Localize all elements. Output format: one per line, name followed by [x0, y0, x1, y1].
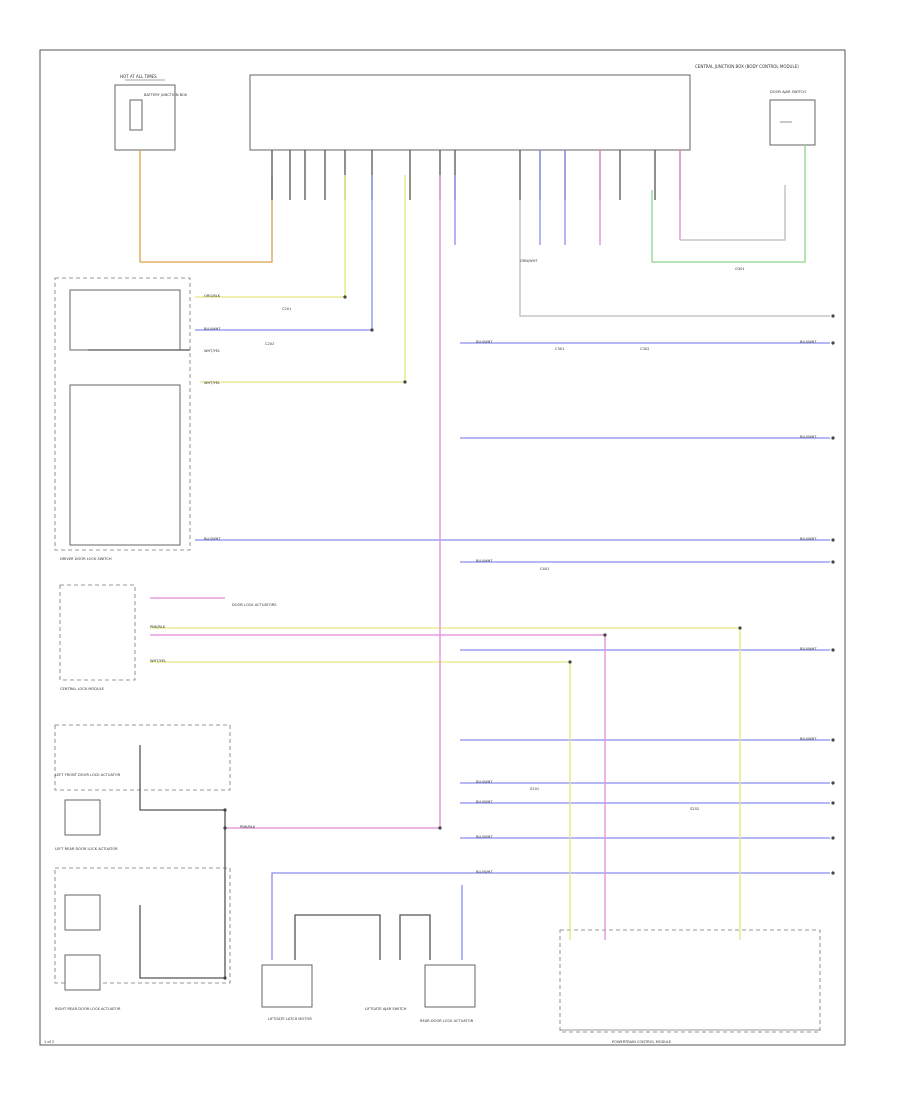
rear-lock-actuator: REAR DOOR LOCK ACTUATOR [420, 964, 476, 1023]
label-wire-16: BLU/WHT [476, 870, 493, 874]
wire-yellow-a [195, 175, 346, 298]
label-wire-7: BLU/WHT [800, 435, 817, 439]
junction-dot-3 [223, 826, 227, 830]
rh-rear-actuator-label: RIGHT REAR DOOR LOCK ACTUATOR [55, 1007, 121, 1011]
wire-pink-a [225, 175, 441, 829]
wire-gray-e [139, 905, 225, 979]
wire-gray-d [139, 745, 225, 811]
wire-blue-l [271, 872, 830, 960]
edge-arrow-10 [831, 871, 835, 875]
hot-at-all-times-label: HOT AT ALL TIMES [120, 74, 157, 79]
label-wire-13: BLU/WHT [476, 780, 493, 784]
label-wire-17: PNK/BLK [150, 625, 166, 629]
edge-arrow-3 [831, 538, 835, 542]
label-wire-9: BLU/WHT [800, 537, 817, 541]
wire-yellow-d [150, 661, 571, 940]
tag-c5: C401 [540, 567, 549, 571]
junction-dot-5 [223, 976, 227, 980]
label-wire-15: BLU/WHT [476, 835, 493, 839]
central-lock-module: CENTRAL LOCK MODULE DOOR LOCK ACTUATORS [59, 584, 277, 691]
label-wire-6: BLU/WHT [800, 340, 817, 344]
lh-rear-actuator-label: LEFT REAR DOOR LOCK ACTUATOR [55, 847, 118, 851]
label-wire-4: WHT/YEL [204, 381, 220, 385]
label-wire-12: BLU/WHT [800, 737, 817, 741]
edge-arrow-7 [831, 781, 835, 785]
junction-dot-8 [603, 633, 607, 637]
tag-g1: G301 [735, 267, 745, 271]
edge-arrow-4 [831, 560, 835, 564]
lh-front-actuator: LEFT FRONT DOOR LOCK ACTUATOR [54, 724, 231, 836]
tag-c1: C201 [282, 307, 291, 311]
edge-arrow-8 [831, 801, 835, 805]
label-wire-3: WHT/YEL [204, 349, 220, 353]
driver-door-lock-switch: DRIVER DOOR LOCK SWITCH [54, 277, 191, 561]
tag-c4: C302 [640, 347, 649, 351]
edge-arrow-0 [831, 314, 835, 318]
edge-arrow-1 [831, 341, 835, 345]
battery-fuse-box: HOT AT ALL TIMES BATTERY JUNCTION BOX [114, 74, 188, 151]
junction-dot-6 [438, 826, 442, 830]
label-wire-2: BLU/WHT [204, 327, 221, 331]
wire-gray-b [680, 185, 786, 241]
label-wire-11: BLU/WHT [800, 647, 817, 651]
junction-dot-4 [223, 808, 227, 812]
edge-arrow-2 [831, 436, 835, 440]
wire-yellow-c [150, 627, 741, 940]
label-wire-20: GRN/WHT [520, 259, 538, 263]
tag-c2: C202 [265, 342, 274, 346]
tag-s1: S201 [530, 787, 539, 791]
door-ajar-switch: DOOR AJAR SWITCH [769, 90, 816, 146]
tag-c3: C301 [555, 347, 564, 351]
fuse-box-label: BATTERY JUNCTION BOX [144, 93, 188, 97]
wire-layer [88, 145, 830, 979]
wire-orange-battery [139, 150, 273, 263]
liftgate-switch: LIFTGATE AJAR SWITCH [365, 1007, 407, 1011]
label-wire-5: BLU/WHT [476, 340, 493, 344]
wire-yellow-b [200, 175, 406, 383]
wire-gray-a [519, 200, 830, 317]
label-wire-10: BLU/WHT [476, 559, 493, 563]
wire-green [651, 145, 806, 263]
label-wire-14: BLU/WHT [476, 800, 493, 804]
liftgate-motor: LIFTGATE LATCH MOTOR [261, 964, 313, 1021]
powertrain-module-outline: POWERTRAIN CONTROL MODULE [559, 929, 821, 1044]
central-junction-box: CENTRAL JUNCTION BOX (BODY CONTROL MODUL… [249, 64, 799, 151]
junction-dot-1 [370, 328, 374, 332]
label-wire-18: WHT/YEL [150, 659, 166, 663]
label-wire-19: PNK/BLK [240, 825, 256, 829]
junction-dot-0 [343, 295, 347, 299]
liftgate-motor-label: LIFTGATE LATCH MOTOR [268, 1017, 312, 1021]
junction-dot-2 [403, 380, 407, 384]
wire-label-layer: ORG/BLK BLU/WHT WHT/YEL WHT/YEL BLU/WHT BLU/W… [150, 259, 835, 980]
bottom-caption: POWERTRAIN CONTROL MODULE [612, 1040, 672, 1044]
wire-black-g [294, 914, 381, 960]
driver-switch-label: DRIVER DOOR LOCK SWITCH [60, 557, 112, 561]
tag-s2: S202 [690, 807, 699, 811]
junction-dot-7 [568, 660, 572, 664]
edge-arrow-9 [831, 836, 835, 840]
label-wire-8: BLU/WHT [204, 537, 221, 541]
lh-rear-actuator: LEFT REAR DOOR LOCK ACTUATOR RIGHT REAR … [54, 847, 231, 1011]
door-lock-actuators-label: DOOR LOCK ACTUATORS [232, 603, 277, 607]
lh-front-actuator-label: LEFT FRONT DOOR LOCK ACTUATOR [55, 773, 121, 777]
central-lock-module-label: CENTRAL LOCK MODULE [60, 687, 105, 691]
edge-arrow-5 [831, 648, 835, 652]
wire-black-h [399, 914, 431, 960]
rear-lock-actuator-label: REAR DOOR LOCK ACTUATOR [420, 1019, 474, 1023]
edge-arrow-6 [831, 738, 835, 742]
door-ajar-switch-label: DOOR AJAR SWITCH [770, 90, 806, 94]
liftgate-switch-label: LIFTGATE AJAR SWITCH [365, 1007, 407, 1011]
label-wire-1: ORG/BLK [204, 294, 221, 298]
page-corner-note: 1 of 2 [44, 1040, 54, 1044]
diagram-frame [39, 49, 846, 1046]
junction-dot-9 [738, 626, 742, 630]
central-module-label: CENTRAL JUNCTION BOX (BODY CONTROL MODUL… [695, 64, 799, 69]
